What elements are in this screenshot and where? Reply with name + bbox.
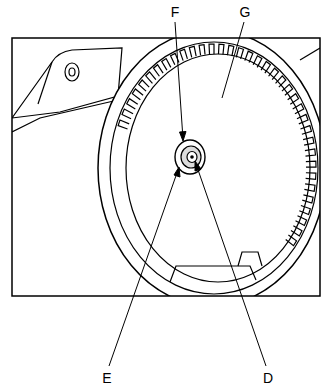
gear-tooth	[146, 72, 156, 83]
leader-line	[196, 164, 266, 366]
gear-tooth	[304, 184, 315, 191]
flange-edge	[12, 100, 118, 132]
gear-tooth	[122, 109, 133, 119]
gear-tooth	[306, 161, 316, 167]
gear-tooth	[139, 80, 149, 91]
gear-tooth	[218, 44, 223, 54]
flange-edge	[38, 62, 52, 104]
gear-tooth	[132, 89, 143, 100]
hub-center	[190, 155, 194, 159]
gear-tooth	[305, 149, 316, 156]
bolt-hole	[69, 68, 75, 76]
housing-drawing	[12, 38, 320, 296]
leader-arrowhead	[174, 167, 180, 177]
disc-notch	[170, 266, 256, 282]
gear-tooth	[118, 120, 129, 129]
housing-ring-inner	[110, 42, 318, 294]
leader-lines	[109, 22, 266, 366]
gear-tooth	[162, 59, 171, 71]
gear-tooth	[189, 46, 196, 57]
leader-arrowhead	[180, 132, 187, 142]
gear-teeth	[118, 44, 316, 246]
gear-tooth	[261, 61, 270, 73]
housing-edge	[300, 48, 320, 60]
callout-letter: E	[102, 370, 111, 386]
gear-tooth	[127, 99, 138, 109]
gear-tooth	[306, 173, 316, 179]
gear-tooth	[153, 65, 163, 77]
leader-arrowhead	[195, 161, 201, 171]
housing-ring	[98, 38, 320, 296]
bolt-hole	[65, 63, 79, 81]
disc-tab	[238, 252, 262, 266]
mounting-flange	[12, 48, 122, 118]
callout-letter: D	[263, 370, 273, 386]
callout-letter: G	[240, 4, 251, 20]
gear-tooth	[180, 49, 188, 60]
leader-line	[175, 22, 183, 139]
callout-letter: F	[171, 4, 180, 20]
leader-line	[222, 22, 244, 98]
view-frame	[12, 38, 320, 296]
disc	[126, 54, 310, 282]
leader-line	[109, 170, 178, 366]
gear-tooth	[199, 45, 205, 56]
gear-tooth	[209, 44, 214, 54]
